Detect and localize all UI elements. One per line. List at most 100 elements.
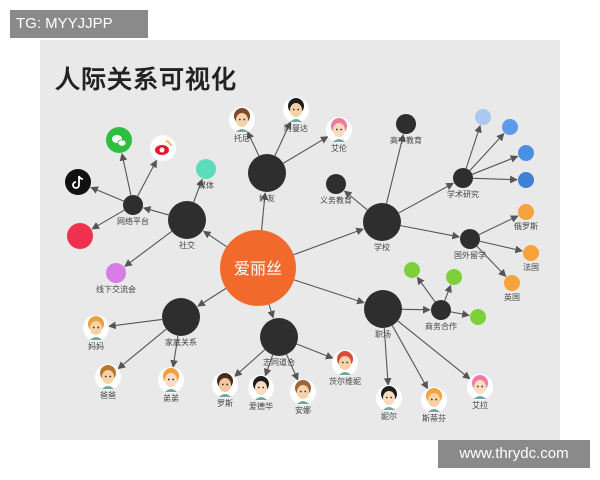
dot-node[interactable] xyxy=(470,309,486,325)
icon-node[interactable] xyxy=(65,169,91,195)
node-label: 线下交流会 xyxy=(96,284,136,294)
dot-circle xyxy=(106,263,126,283)
edge-arrow xyxy=(472,155,519,175)
person-node[interactable]: 阿曼达 xyxy=(283,97,309,133)
hub-node[interactable]: 家庭关系 xyxy=(162,298,200,347)
hub-circle xyxy=(460,229,480,249)
edge-arrow xyxy=(397,320,471,380)
person-node[interactable]: 罗斯 xyxy=(212,372,238,408)
hub-node[interactable]: 好友 xyxy=(248,154,286,203)
edge-arrow xyxy=(193,178,204,203)
sub-node[interactable]: 网络平台 xyxy=(117,195,149,226)
dot-node[interactable] xyxy=(518,172,534,188)
hub-circle xyxy=(123,195,143,215)
dot-node[interactable] xyxy=(518,145,534,161)
edge-arrow xyxy=(465,124,482,169)
dot-circle xyxy=(518,145,534,161)
node-label: 阿曼达 xyxy=(284,123,308,133)
eye-shape xyxy=(257,386,260,389)
eye-shape xyxy=(167,378,170,381)
edge-arrow xyxy=(274,121,292,156)
node-label: 弟弟 xyxy=(163,393,179,403)
person-node[interactable]: 斯蒂芬 xyxy=(421,387,447,423)
hub-node[interactable]: 社交 xyxy=(168,201,206,250)
person-node[interactable]: 茨尔维妮 xyxy=(329,350,361,386)
person-node[interactable]: 安娜 xyxy=(290,379,316,415)
edge-arrow xyxy=(286,354,299,381)
sub-node[interactable]: 高中教育 xyxy=(390,114,422,145)
eye-shape xyxy=(304,390,307,393)
face-shape xyxy=(474,380,486,394)
eye-shape xyxy=(297,108,300,111)
edge-arrow xyxy=(142,206,169,216)
hub-node[interactable]: 学校 xyxy=(363,203,401,252)
edge-arrow xyxy=(247,131,260,157)
person-node[interactable]: 爸爸 xyxy=(95,364,121,400)
eye-shape xyxy=(385,396,388,399)
node-label: 学术研究 xyxy=(447,189,479,199)
person-node[interactable]: 艾伦 xyxy=(326,117,352,153)
face-shape xyxy=(236,113,248,127)
node-label: 社交 xyxy=(179,240,195,250)
sub-node[interactable]: 国外留学 xyxy=(454,229,486,260)
dot-node[interactable] xyxy=(475,109,491,125)
shoulders-shape xyxy=(90,337,102,340)
person-node[interactable]: 妮尔 xyxy=(376,385,402,421)
edge-arrow xyxy=(472,175,518,184)
edge-arrow xyxy=(383,327,392,386)
edge-arrow xyxy=(400,225,460,240)
hub-circle xyxy=(248,154,286,192)
edge-arrow xyxy=(91,209,125,230)
eye-shape xyxy=(221,383,224,386)
person-node[interactable]: 弟弟 xyxy=(158,367,184,403)
node-label: 法国 xyxy=(523,262,539,272)
sub-node[interactable]: 学术研究 xyxy=(447,168,479,199)
sub-node[interactable]: 商务合作 xyxy=(425,300,457,331)
face-shape xyxy=(219,378,231,392)
shoulders-shape xyxy=(236,129,248,132)
dot-node[interactable]: 媒体 xyxy=(196,159,216,190)
shoulders-shape xyxy=(333,139,345,142)
hub-circle xyxy=(168,201,206,239)
person-node[interactable]: 妈妈 xyxy=(83,315,109,351)
edge-arrow xyxy=(343,190,368,211)
dot-circle xyxy=(504,275,520,291)
dot-circle xyxy=(518,204,534,220)
shoulders-shape xyxy=(339,372,351,375)
dot-circle xyxy=(523,245,539,261)
node-label: 国外留学 xyxy=(454,250,486,260)
icon-node[interactable] xyxy=(106,127,132,153)
edge-arrow xyxy=(450,310,470,318)
sub-node[interactable]: 义务教育 xyxy=(320,174,352,205)
dot-node[interactable]: 英国 xyxy=(504,275,520,302)
center-label: 爱丽丝 xyxy=(234,259,282,278)
node-label: 职场 xyxy=(375,330,391,339)
dot-node[interactable] xyxy=(446,269,462,285)
eye-shape xyxy=(262,386,265,389)
hub-node[interactable]: 志同道合 xyxy=(260,318,298,367)
face-shape xyxy=(339,356,351,370)
node-label: 茨尔维妮 xyxy=(329,376,361,386)
node-label: 艾拉 xyxy=(472,400,488,410)
dot-node[interactable]: 法国 xyxy=(523,245,539,272)
edge-arrow xyxy=(234,349,266,377)
node-label: 斯蒂芬 xyxy=(422,413,446,423)
dot-node[interactable] xyxy=(404,262,420,278)
dot-circle xyxy=(502,119,518,135)
dot-node[interactable]: 线下交流会 xyxy=(96,263,136,294)
center-node[interactable]: 爱丽丝 xyxy=(220,230,296,306)
dot-node[interactable]: 俄罗斯 xyxy=(514,204,538,231)
hub-node[interactable]: 职场 xyxy=(364,290,402,339)
dot-node[interactable] xyxy=(67,223,93,249)
person-node[interactable]: 艾拉 xyxy=(467,374,493,410)
eye-shape xyxy=(435,398,438,401)
node-label: 艾伦 xyxy=(331,143,347,153)
dot-node[interactable] xyxy=(502,119,518,135)
edge-arrow xyxy=(90,186,124,202)
edge-arrow xyxy=(398,182,455,214)
person-node[interactable]: 托尼 xyxy=(229,107,255,143)
icon-node[interactable] xyxy=(150,135,176,161)
dot-circle xyxy=(470,309,486,325)
edge-arrow xyxy=(478,215,519,236)
person-node[interactable]: 爱德华 xyxy=(248,375,274,411)
